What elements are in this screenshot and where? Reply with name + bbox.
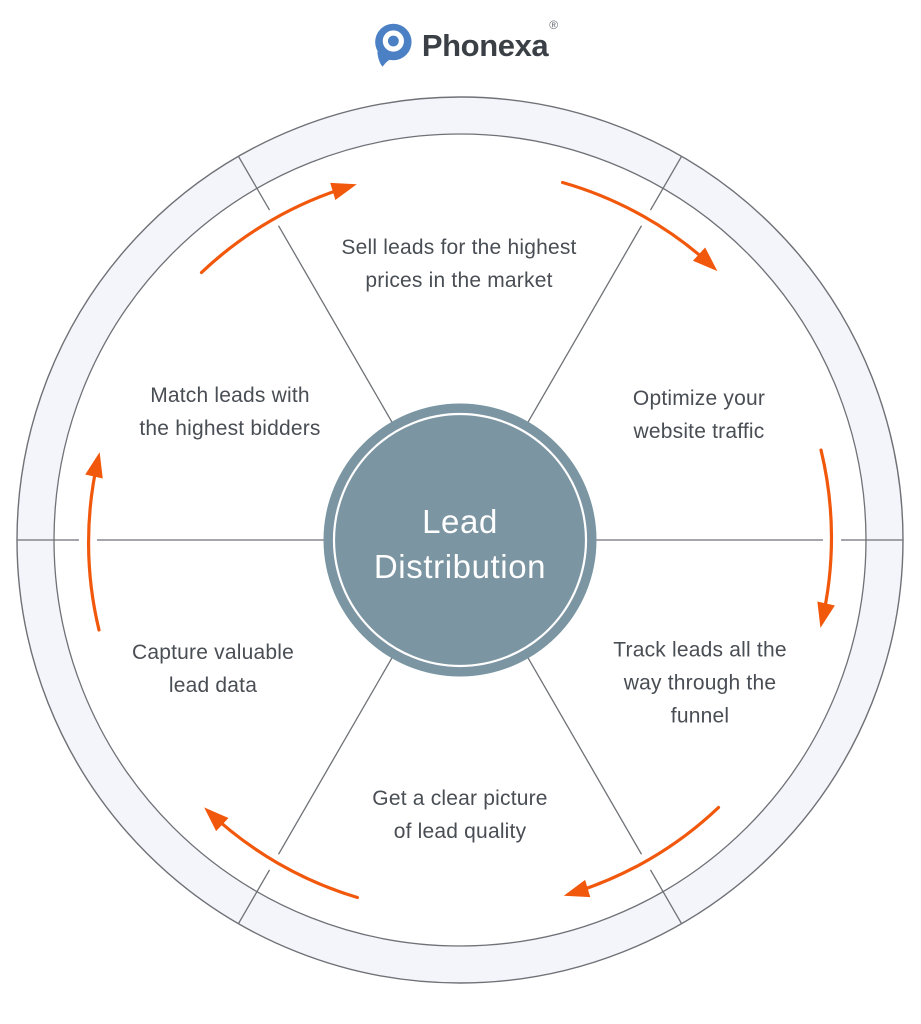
flow-arrow-left [85, 452, 103, 632]
segment-divider-upper-right [527, 156, 683, 423]
center-title: Lead Distribution [373, 503, 547, 585]
flow-arrow-right [817, 448, 835, 628]
flow-arrow-bottom-right [563, 805, 721, 898]
segment-label-lower-left: Capture valuable lead data [132, 641, 294, 697]
segment-divider-lower-right [527, 657, 683, 924]
segment-dividers [17, 156, 903, 924]
phonexa-logo: Phonexa® [373, 18, 558, 68]
segment-divider-lower-left [237, 657, 393, 924]
pin-bubble-shape [375, 23, 412, 61]
segment-label-lower-right: Track leads all the way through the funn… [613, 638, 787, 728]
segment-label-upper-left: Match leads with the highest bidders [139, 384, 321, 440]
segment-label-upper-right: Optimize your website traffic [632, 387, 766, 443]
flow-arrows [85, 180, 835, 900]
phonexa-pin-icon [375, 23, 412, 67]
flow-arrow-top-left [199, 182, 357, 275]
segment-label-bottom: Get a clear picture of lead quality [372, 787, 548, 843]
center-inner-ring [332, 412, 588, 668]
segment-divider-upper-left [237, 156, 393, 423]
registered-mark: ® [549, 17, 559, 32]
pin-ring-shape [382, 30, 404, 52]
center-circle [323, 403, 597, 677]
brand-name-wrap: Phonexa® [421, 18, 558, 63]
segment-label-top: Sell leads for the highest prices in the… [341, 236, 577, 292]
flow-arrow-top-right [561, 180, 718, 272]
brand-name: Phonexa [421, 27, 549, 63]
flow-arrow-bottom-left [204, 807, 359, 900]
